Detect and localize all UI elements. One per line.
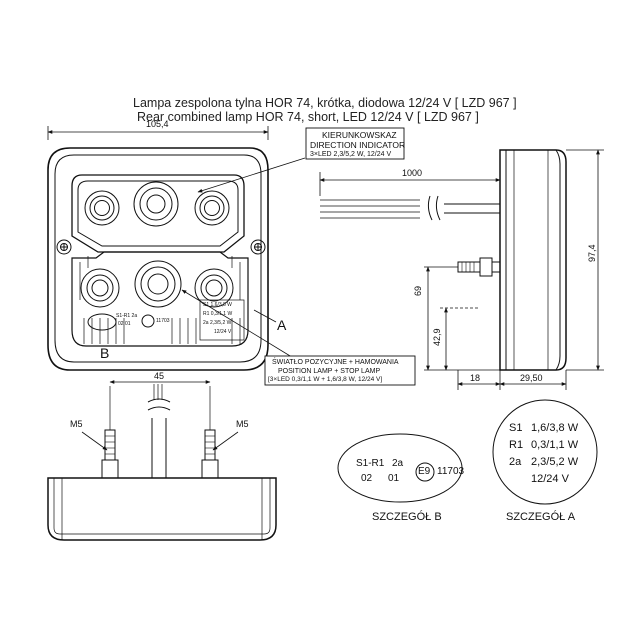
title-polish: Lampa zespolona tylna HOR 74, krótka, di… (133, 96, 517, 110)
position-callout-pl: ŚWIATŁO POZYCYJNE + HAMOWANIA (272, 359, 399, 366)
detail-b-code-01: 01 (388, 473, 400, 484)
bottom-stud-right (201, 429, 219, 479)
detail-b-code-2a: 2a (392, 458, 404, 469)
thread-left-label: M5 (70, 419, 83, 429)
position-callout-box (264, 355, 416, 386)
direction-callout-spec: 3×LED 2,3/5,2 W, 12/24 V (310, 151, 392, 158)
detail-b-drawing (337, 433, 463, 503)
direction-callout-en: DIRECTION INDICATOR (310, 140, 406, 150)
lens-mark-r1: R1 0,3/1,1 W (203, 311, 233, 317)
lower-led-center (134, 260, 182, 308)
position-callout-en: POSITION LAMP + STOP LAMP (278, 368, 381, 375)
detail-b-approval-mark: E9 (418, 466, 431, 477)
lens-mark-voltage: 12/24 V (214, 329, 232, 335)
bottom-cable (147, 384, 171, 478)
detail-b-approval-number: 11703 (437, 466, 465, 477)
title-english: Rear combined lamp HOR 74, short, LED 12… (137, 110, 479, 124)
front-housing-outline (47, 147, 269, 371)
lens-mark-2a: 2a 2,3/5,2 W (203, 320, 232, 326)
upper-led-left (84, 190, 120, 226)
lens-mark-s1: S1 1,6/3,8 W (203, 302, 232, 308)
cable-length-label: 1000 (402, 168, 423, 178)
lens-mark-e-number: 11703 (156, 318, 170, 324)
detail-a-value-1: 0,3/1,1 W (531, 439, 579, 451)
detail-a-drawing (492, 399, 598, 505)
lens-mark-b-bottom: 02 01 (118, 321, 131, 327)
detail-a-code-1: R1 (509, 439, 524, 451)
stud-spacing-label: 45 (154, 371, 165, 381)
leader-lines (181, 157, 306, 363)
upper-led-center (133, 181, 179, 227)
thread-right-label: M5 (236, 419, 249, 429)
direction-callout-box (305, 127, 405, 160)
side-cable (320, 195, 500, 221)
marker-a: A (277, 317, 287, 333)
lens-mark-box (199, 299, 245, 341)
indicator-lens-frame (71, 174, 245, 253)
detail-b-oval (337, 433, 463, 503)
lens-e-mark-circle (141, 314, 155, 328)
bottom-stud-left (101, 429, 119, 479)
side-view (320, 149, 567, 371)
detail-a-code-2: 2a (509, 456, 522, 468)
front-view (47, 147, 269, 371)
width-dimension (47, 126, 269, 140)
lower-led-left (80, 268, 120, 308)
stop-lens-frame (71, 251, 249, 347)
lens-approval-oval (87, 313, 117, 331)
depth-body-label: 29,50 (520, 373, 543, 383)
lower-led-right (194, 268, 234, 308)
height-label: 97,4 (587, 244, 597, 262)
detail-a-value-2: 2,3/5,2 W (531, 456, 579, 468)
stud-low-label: 42,9 (432, 328, 442, 346)
lens-mark-b-top: S1-R1 2a (116, 313, 138, 319)
detail-a-value-3: 12/24 V (531, 473, 569, 485)
upper-led-right (194, 190, 230, 226)
right-mount-ear (250, 239, 266, 255)
bottom-body-outline (47, 477, 277, 541)
detail-b-code-02: 02 (361, 473, 373, 484)
detail-b-caption: SZCZEGÓŁ B (372, 511, 442, 523)
detail-a-value-0: 1,6/3,8 W (531, 422, 579, 434)
left-mount-ear (56, 239, 72, 255)
detail-b-e-circle (415, 462, 435, 482)
direction-callout-pl: KIERUNKOWSKAZ (322, 130, 397, 140)
position-callout-spec: [3×LED 0,3/1,1 W + 1,6/3,8 W, 12/24 V] (268, 376, 383, 383)
bottom-view (47, 380, 277, 541)
stud-height-label: 69 (413, 285, 423, 296)
detail-a-circle (492, 399, 598, 505)
detail-a-code-0: S1 (509, 422, 523, 434)
detail-b-code-top: S1-R1 (356, 458, 385, 469)
width-dimension-label: 105,4 (146, 119, 169, 129)
marker-b: B (100, 345, 110, 361)
side-stud (457, 257, 501, 277)
side-body-outline (499, 149, 567, 371)
detail-a-caption: SZCZEGÓŁ A (506, 511, 576, 523)
depth-stud-label: 18 (470, 373, 481, 383)
side-dimensions (319, 149, 604, 390)
